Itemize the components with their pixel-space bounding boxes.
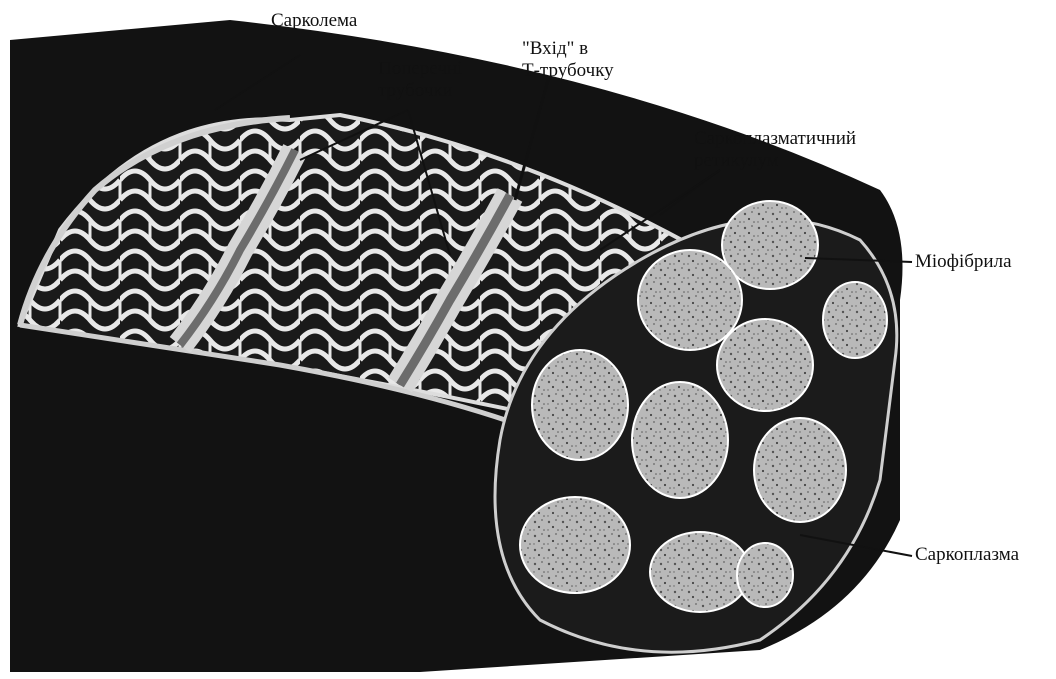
label-sarcoplasmic-reticulum: Саркоплазматичний ретикулум: [694, 128, 856, 172]
label-sarcoplasmic-reticulum-line-1: Саркоплазматичний: [694, 128, 856, 150]
myofibril-3: [823, 282, 887, 358]
label-transverse-tubules: Поперечні трубочки: [378, 58, 462, 102]
myofibril-5: [532, 350, 628, 460]
label-t-tubule-entry-line-1: "Вхід" в: [522, 38, 614, 60]
label-sarcolemma: Сарколема: [271, 10, 357, 32]
label-transverse-tubules-line-2: трубочки: [378, 80, 462, 102]
label-transverse-tubules-line-1: Поперечні: [378, 58, 462, 80]
label-myofibril: Міофібрила: [915, 251, 1012, 273]
myofibril-10: [737, 543, 793, 607]
myofibril-6: [632, 382, 728, 498]
label-t-tubule-entry-line-2: Т-трубочку: [522, 60, 614, 82]
myofibril-2: [638, 250, 742, 350]
label-sarcoplasmic-reticulum-line-2: ретикулум: [694, 150, 856, 172]
myofibril-9: [650, 532, 750, 612]
myofibril-7: [754, 418, 846, 522]
myofibril-8: [520, 497, 630, 593]
label-sarcoplasm: Саркоплазма: [915, 544, 1019, 566]
label-t-tubule-entry: "Вхід" в Т-трубочку: [522, 38, 614, 82]
myofibril-4: [717, 319, 813, 411]
